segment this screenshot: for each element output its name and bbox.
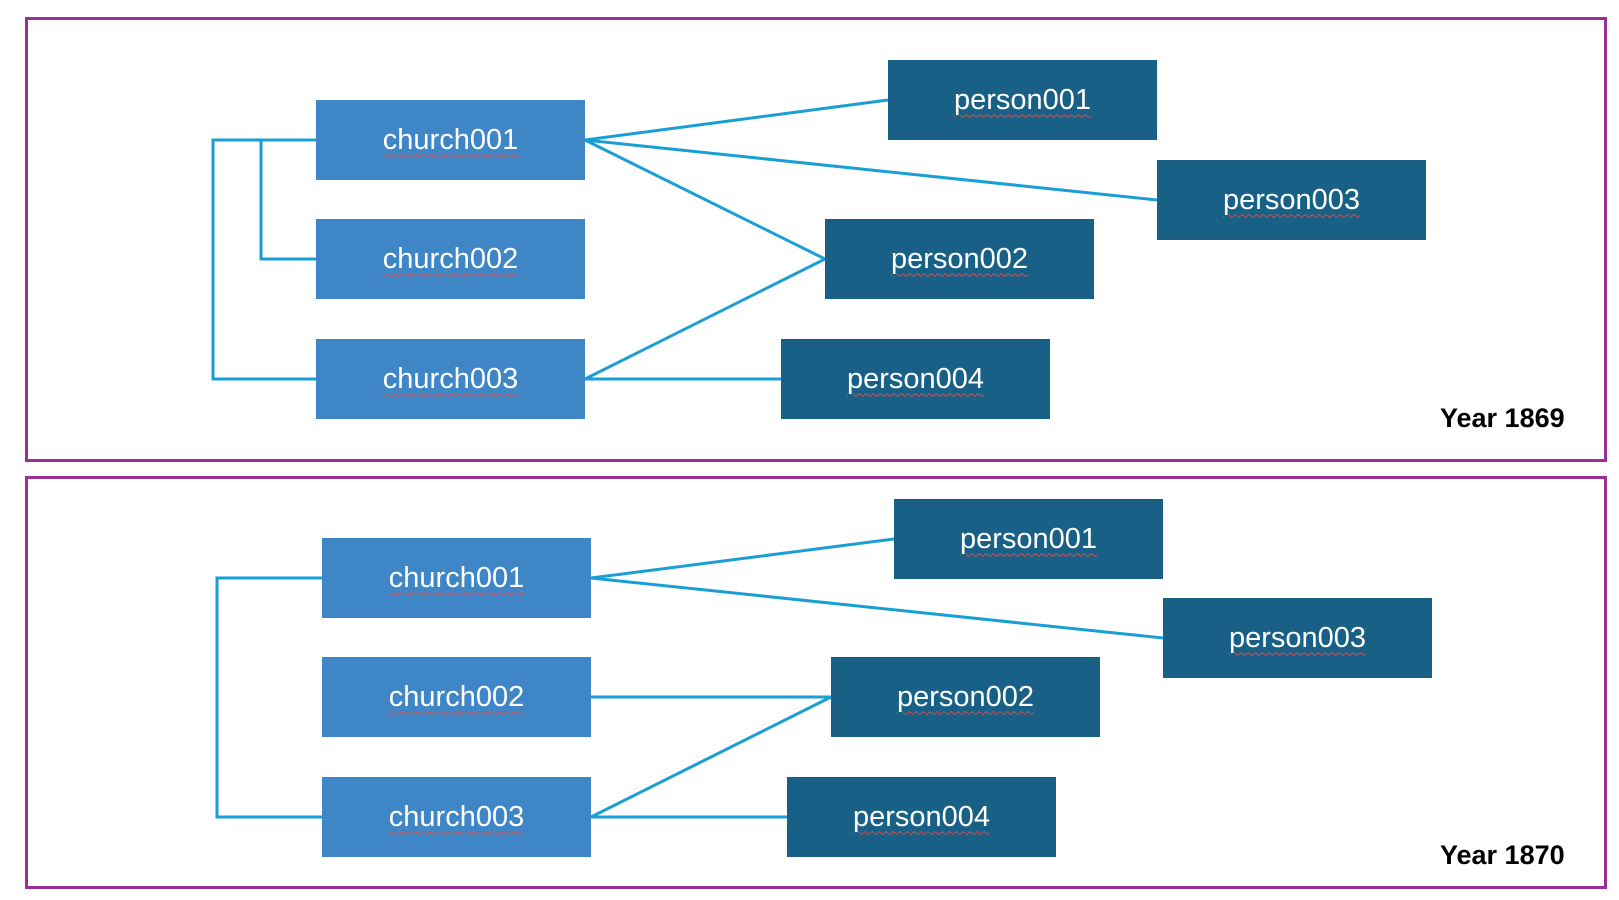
node-label: person001 (959, 522, 1098, 555)
node-label: person002 (890, 242, 1029, 275)
node-label: church003 (388, 800, 525, 833)
node-label: person003 (1228, 621, 1367, 654)
node-label: church002 (388, 680, 525, 713)
node-label: person003 (1222, 183, 1361, 216)
node-person004: person004 (787, 777, 1056, 857)
node-person001: person001 (888, 60, 1157, 140)
node-label: person004 (852, 800, 991, 833)
node-church003: church003 (322, 777, 591, 857)
node-person003: person003 (1163, 598, 1432, 678)
panel-1869 (25, 17, 1607, 462)
node-label: person001 (953, 83, 1092, 116)
node-label: person004 (846, 362, 985, 395)
node-person003: person003 (1157, 160, 1426, 240)
year-label-1869: Year 1869 (1440, 403, 1565, 433)
node-label: church002 (382, 242, 519, 275)
node-person002: person002 (825, 219, 1094, 299)
node-church002: church002 (322, 657, 591, 737)
node-label: person002 (896, 680, 1035, 713)
node-church002: church002 (316, 219, 585, 299)
panel-1870 (25, 476, 1607, 889)
node-church003: church003 (316, 339, 585, 419)
node-person004: person004 (781, 339, 1050, 419)
node-label: church003 (382, 362, 519, 395)
node-church001: church001 (322, 538, 591, 618)
node-church001: church001 (316, 100, 585, 180)
node-label: church001 (382, 123, 519, 156)
node-person001: person001 (894, 499, 1163, 579)
node-label: church001 (388, 561, 525, 594)
node-person002: person002 (831, 657, 1100, 737)
year-label-1870: Year 1870 (1440, 840, 1565, 870)
